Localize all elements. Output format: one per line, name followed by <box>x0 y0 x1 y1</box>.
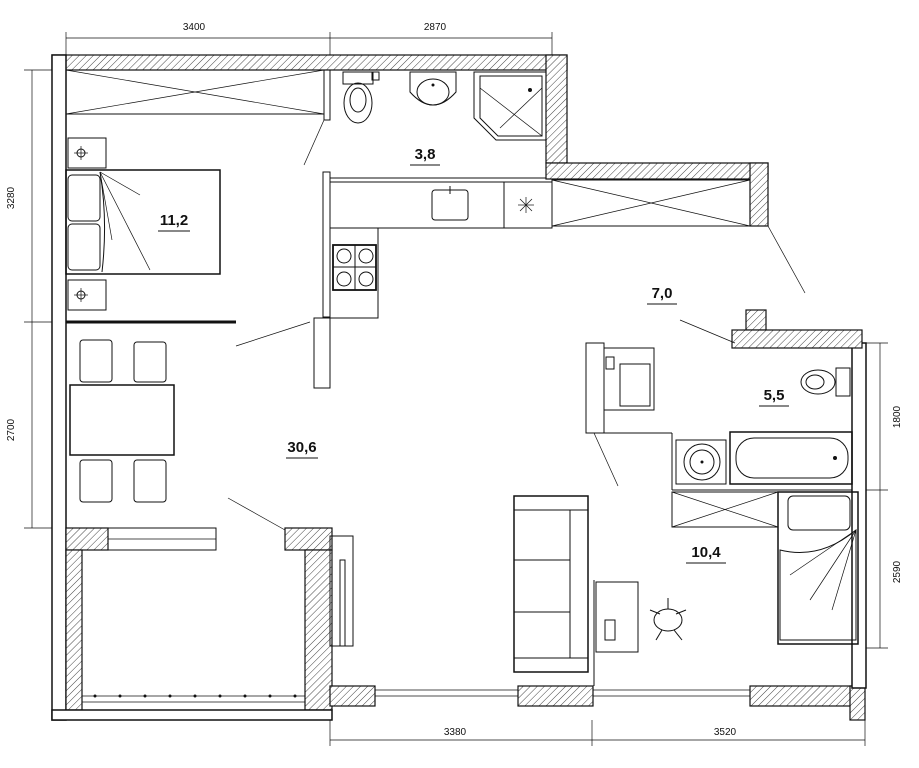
dim-top-right: 2870 <box>424 22 447 33</box>
dim-right-bottom: 2590 <box>892 560 903 583</box>
area-bathroom-top: 3,8 <box>415 146 436 163</box>
area-bedroom-2: 10,4 <box>691 544 721 561</box>
area-living: 30,6 <box>287 439 316 456</box>
dimension-lines <box>24 32 888 746</box>
door-swings <box>227 119 806 531</box>
wardrobes <box>65 69 779 528</box>
partitions <box>66 69 852 686</box>
walls <box>51 54 867 721</box>
area-bedroom: 11,2 <box>160 212 188 229</box>
area-hall: 7,0 <box>652 285 673 302</box>
kitchen <box>329 181 553 319</box>
dim-left-bottom: 2700 <box>6 418 17 441</box>
room-labels: 11,2 3,8 7,0 5,5 30,6 10,4 <box>158 146 789 564</box>
bathroom-right-fixtures <box>603 347 853 485</box>
bathroom-top-fixtures <box>342 71 547 141</box>
balcony-window <box>82 527 750 703</box>
dim-bottom-right: 3520 <box>714 727 737 738</box>
dim-bottom-left: 3380 <box>444 727 467 738</box>
dim-left-top: 3280 <box>6 186 17 209</box>
bedroom-1 <box>65 137 221 311</box>
bedroom-2 <box>777 491 859 645</box>
desk <box>595 581 687 653</box>
dining-table <box>69 339 175 503</box>
dim-right-top: 1800 <box>892 405 903 428</box>
area-bathroom-right: 5,5 <box>764 387 785 404</box>
sofa <box>513 495 589 673</box>
dim-top-left: 3400 <box>183 22 206 33</box>
